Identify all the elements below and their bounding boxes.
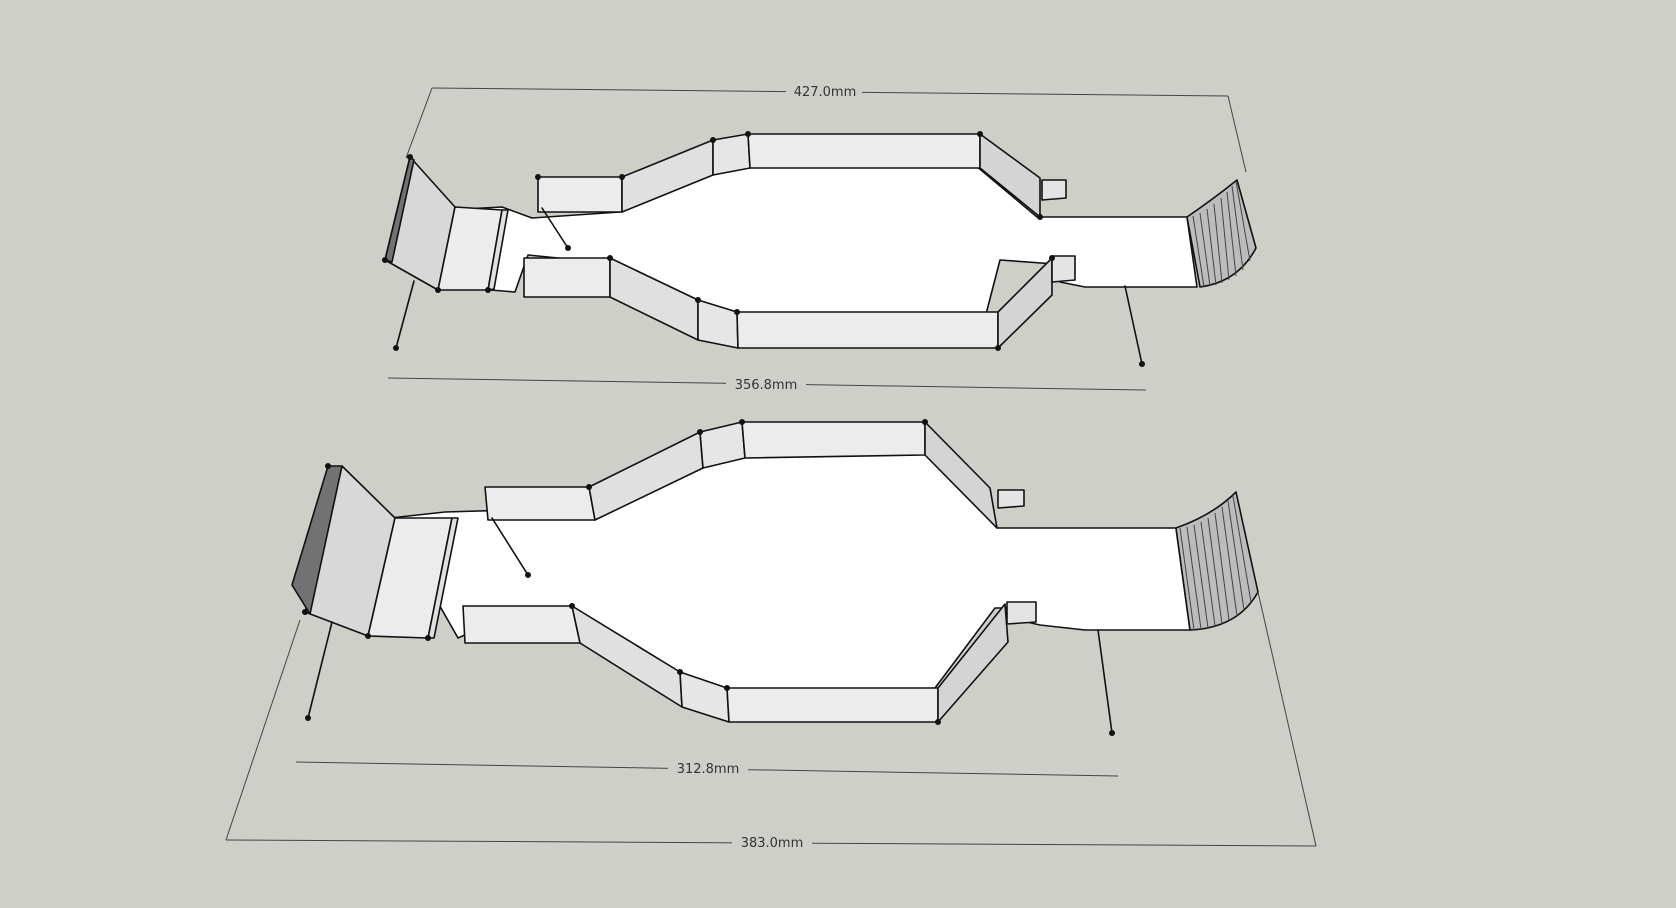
chassis-bottom-rear-wing <box>1175 491 1259 631</box>
chassis-bottom-side-lower-a <box>462 605 581 644</box>
chassis-bottom-front-wing-plate <box>291 465 343 615</box>
dimension-bottom-overall: 383.0mm <box>225 591 1317 851</box>
dimension-top-wheelbase-label: 356.8mm <box>735 378 798 393</box>
chassis-top-front-wing-plate <box>384 156 415 263</box>
chassis-top-rear-wing-ribs <box>1192 180 1251 288</box>
chassis-top-side-upper-d <box>747 133 981 169</box>
chassis-top-rear-wing <box>1186 179 1257 288</box>
chassis-top-side-upper-c <box>712 133 751 176</box>
chassis-bottom-nose-step <box>427 517 459 639</box>
chassis-bottom-rear-wing-ribs <box>1179 495 1252 631</box>
chassis-bottom-lower-pod <box>1006 601 1037 625</box>
chassis-top-nose-step <box>487 209 509 291</box>
chassis-top-side-lower-d <box>736 311 999 349</box>
chassis-bottom <box>291 421 1259 734</box>
chassis-top-side-lower-a <box>523 257 611 298</box>
chassis-bottom-front-post <box>307 621 333 719</box>
chassis-top-upper-pod <box>1041 179 1067 201</box>
dimension-bottom-wheelbase-label: 312.8mm <box>677 762 740 777</box>
chassis-bottom-side-upper-e <box>924 421 998 529</box>
chassis-bottom-rear-post <box>1097 629 1113 734</box>
chassis-top-nose-diagonal <box>541 207 569 249</box>
chassis-top-lower-pod <box>1051 255 1076 283</box>
chassis-top-front-post <box>395 280 415 349</box>
chassis-top-side-upper-a <box>537 176 623 213</box>
chassis-bottom-side-upper-a <box>484 486 596 521</box>
dimension-top-overall: 427.0mm <box>405 83 1247 173</box>
dimension-bottom-overall-label: 383.0mm <box>741 836 804 851</box>
vertex-markers <box>302 131 1145 736</box>
chassis-top-side-lower-e <box>997 257 1053 349</box>
chassis-bottom-nose-diagonal <box>491 517 529 576</box>
dimension-bottom-wheelbase: 312.8mm <box>295 760 1119 777</box>
dimension-top-overall-label: 427.0mm <box>794 85 857 100</box>
chassis-top-rear-post <box>1124 285 1143 365</box>
chassis-top <box>384 133 1257 365</box>
dimension-top-wheelbase: 356.8mm <box>387 376 1147 393</box>
chassis-bottom-side-lower-d <box>726 687 939 723</box>
chassis-bottom-side-upper-d <box>741 421 926 459</box>
chassis-bottom-side-lower-e <box>937 603 1009 723</box>
chassis-bottom-upper-pod <box>997 489 1025 509</box>
